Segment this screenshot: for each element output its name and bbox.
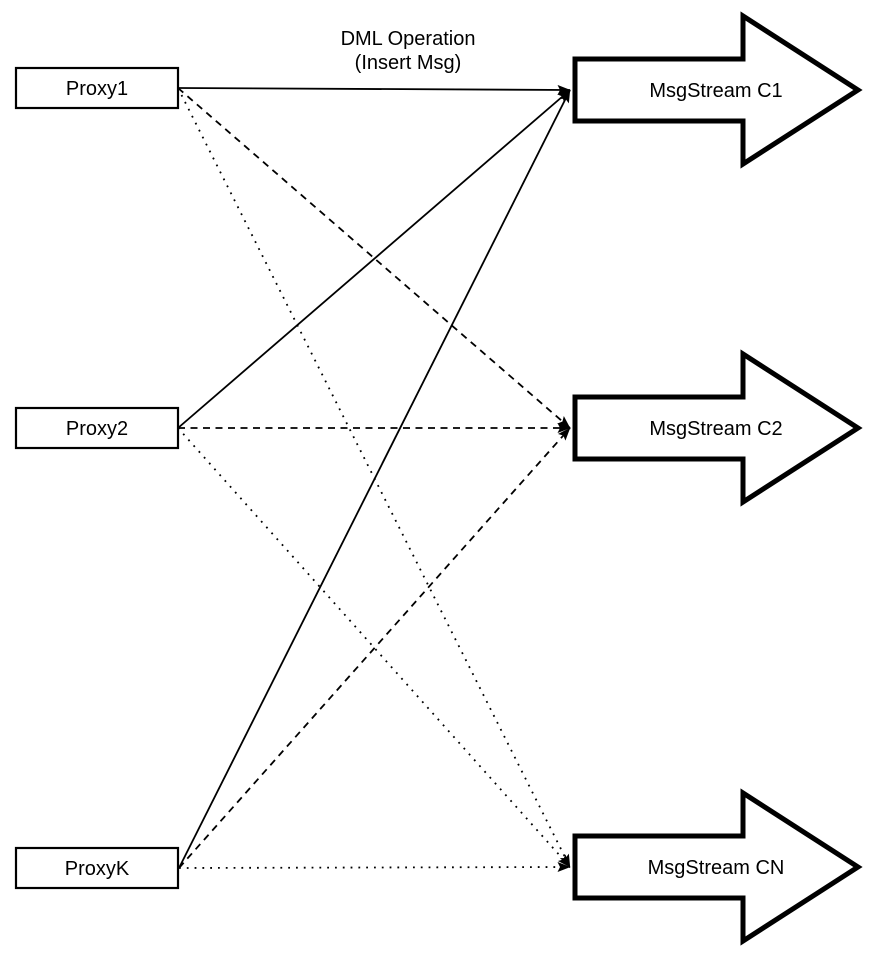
edge-proxyk-to-cn-dotted [178,862,571,873]
c1-label: MsgStream C1 [649,80,782,102]
proxy1-box [14,66,180,110]
dml-operation-label-line2: (Insert Msg) [355,52,462,74]
dml-operation-label-line1: DML Operation [341,28,476,50]
cn-label: MsgStream CN [648,857,785,879]
proxy-node-proxyk: ProxyK [14,846,180,890]
cn-arrow-shape [572,788,863,946]
edge-proxyk-to-c1-solid [178,89,571,869]
proxyk-label: ProxyK [65,858,130,880]
edge-proxyk-to-c2-dashed [178,427,571,869]
edges-layer [177,84,571,873]
edge-proxy1-to-c1-solid [177,84,571,95]
proxy2-label: Proxy2 [66,418,128,440]
edge-proxy1-to-cn-dotted [177,87,571,868]
proxy2-box [14,406,180,450]
c2-label: MsgStream C2 [649,418,782,440]
proxy-node-proxy2: Proxy2 [14,406,180,450]
c2-arrow-shape [572,349,863,507]
proxy1-label: Proxy1 [66,78,128,100]
proxy-node-proxy1: Proxy1 [14,66,180,110]
msgstream-arrow-c2: MsgStream C2 [572,349,863,507]
msgstream-arrow-c1: MsgStream C1 [572,11,863,169]
msgstream-arrow-cn: MsgStream CN [572,788,863,946]
edge-proxy2-to-c1-solid [177,89,571,429]
proxyk-box [14,846,180,890]
c1-arrow-shape [572,11,863,169]
